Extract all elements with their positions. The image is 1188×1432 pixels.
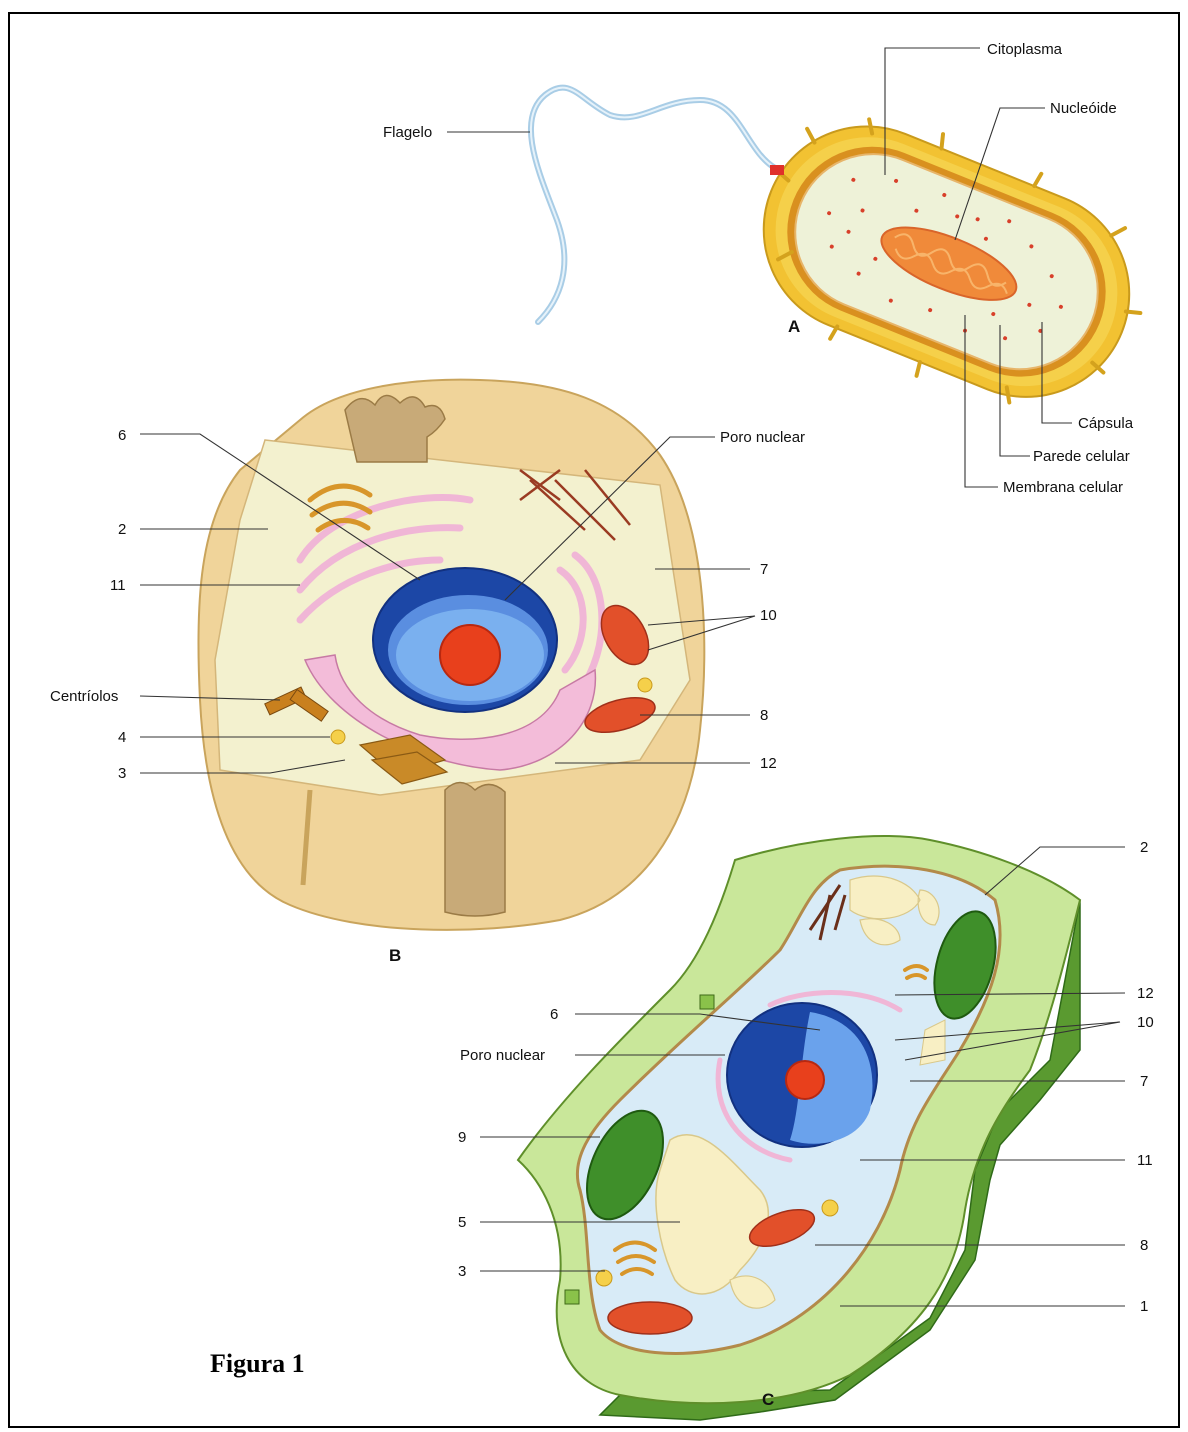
label-c-10: 10 [1137, 1014, 1154, 1031]
figure-caption: Figura 1 [210, 1349, 305, 1378]
label-b-2: 2 [118, 521, 126, 538]
label-c-poro-nuclear: Poro nuclear [460, 1047, 545, 1064]
label-c-1: 1 [1140, 1298, 1148, 1315]
label-b-poro-nuclear: Poro nuclear [720, 429, 805, 446]
label-b-12: 12 [760, 755, 777, 772]
label-c-3: 3 [458, 1263, 466, 1280]
label-c-9: 9 [458, 1129, 466, 1146]
label-b-7: 7 [760, 561, 768, 578]
label-c-11: 11 [1137, 1152, 1153, 1169]
label-parede-celular: Parede celular [1033, 448, 1130, 465]
animal-cell [198, 380, 704, 930]
label-c-2: 2 [1140, 839, 1148, 856]
label-b-4: 4 [118, 729, 126, 746]
label-b-3: 3 [118, 765, 126, 782]
plant-cell [518, 836, 1080, 1420]
label-b-11: 11 [110, 577, 126, 594]
mitochondrion-c2 [608, 1302, 692, 1334]
panel-label-a: A [788, 317, 800, 336]
label-c-12: 12 [1137, 985, 1154, 1002]
label-nucleoide: Nucleóide [1050, 100, 1117, 117]
label-capsula: Cápsula [1078, 415, 1134, 432]
panel-label-c: C [762, 1390, 774, 1409]
label-c-7: 7 [1140, 1073, 1148, 1090]
nucleolus-b [440, 625, 500, 685]
label-flagelo: Flagelo [383, 124, 432, 141]
label-membrana-celular: Membrana celular [1003, 479, 1123, 496]
label-b-6: 6 [118, 427, 126, 444]
label-c-8: 8 [1140, 1237, 1148, 1254]
label-c-5: 5 [458, 1214, 466, 1231]
label-b-centriolos: Centríolos [50, 688, 118, 705]
panel-label-b: B [389, 946, 401, 965]
label-citoplasma: Citoplasma [987, 41, 1063, 58]
nucleolus-c [786, 1061, 824, 1099]
bacterium [531, 82, 1175, 445]
label-c-6: 6 [550, 1006, 558, 1023]
label-b-8: 8 [760, 707, 768, 724]
label-b-10: 10 [760, 607, 777, 624]
